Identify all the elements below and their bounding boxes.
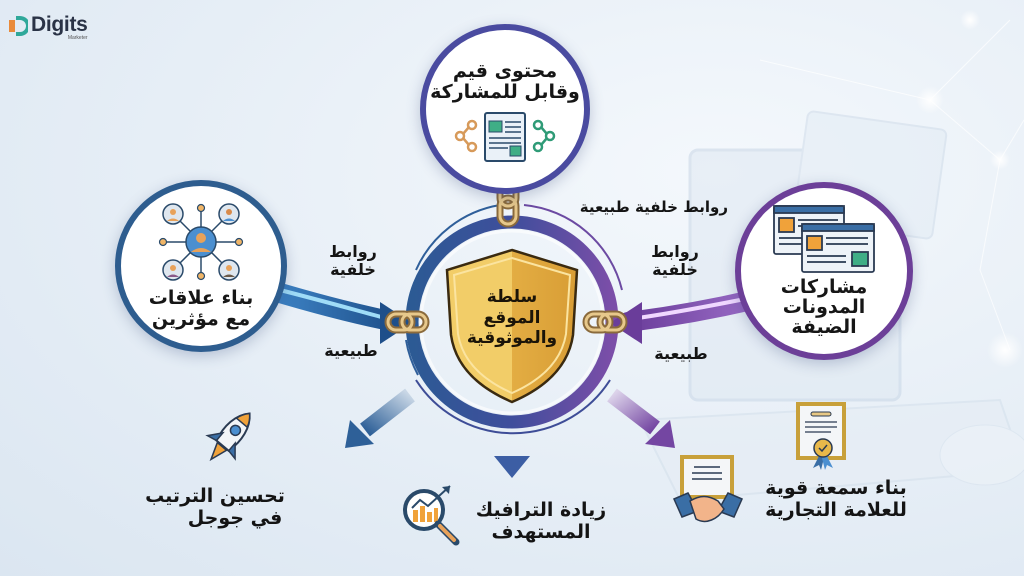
node-label-line: بناء علاقات xyxy=(148,286,254,309)
outcome-label-line: تحسين الترتيب xyxy=(145,485,285,507)
link-label-line: روابط xyxy=(329,242,377,261)
shield-icon xyxy=(445,248,579,404)
center-title-line: سلطة xyxy=(486,287,538,307)
outcome-label-line: في جوجل xyxy=(187,506,283,529)
brand-name: Digits xyxy=(31,13,88,36)
link-label-right-top: روابط خلفية xyxy=(640,242,710,280)
shareable-document-icon xyxy=(454,112,556,163)
center-title-line: والموثوقية xyxy=(466,328,558,349)
link-label-line: خلفية xyxy=(330,260,376,280)
node-label-line: المدونات xyxy=(782,296,866,319)
center-title: سلطة الموقع والموثوقية xyxy=(452,287,572,349)
link-label-line: روابط xyxy=(651,242,699,261)
link-label-top: روابط خلفية طبيعية xyxy=(579,198,728,216)
node-label-line: مشاركات xyxy=(780,276,868,299)
browser-windows-icon xyxy=(773,205,875,273)
outcome-label-line: زيادة الترافيك xyxy=(475,499,607,521)
center-title-line: الموقع xyxy=(483,307,541,328)
certificate-ribbon-icon xyxy=(796,402,846,470)
source-node-content: محتوى قيم وقابل للمشاركة xyxy=(420,24,590,194)
node-label-line: محتوى قيم xyxy=(452,59,558,82)
link-label-left-top: روابط خلفية xyxy=(318,242,388,280)
source-node-guest-posts: مشاركات المدونات الضيفة xyxy=(735,182,913,360)
outcome-ranking: تحسين الترتيب في جوجل xyxy=(140,485,290,530)
outcome-label-line: للعلامة التجارية xyxy=(765,498,907,521)
brand-tagline: Marketer xyxy=(67,35,88,41)
node-label-line: مع مؤثرين xyxy=(151,308,251,330)
influencer-network-icon xyxy=(158,202,244,281)
outcome-traffic: زيادة الترافيك المستهدف xyxy=(466,499,616,544)
rocket-icon xyxy=(205,412,251,462)
digits-logo-icon xyxy=(9,16,28,36)
outcome-brand: بناء سمعة قوية للعلامة التجارية xyxy=(746,477,926,522)
certificate-handshake-icon xyxy=(673,455,743,523)
node-label-line: وقابل للمشاركة xyxy=(430,81,580,103)
source-node-influencers: بناء علاقات مع مؤثرين xyxy=(115,180,287,352)
magnifier-chart-icon xyxy=(403,485,460,546)
node-label-line: الضيفة xyxy=(791,315,857,338)
outcome-label-line: المستهدف xyxy=(491,520,591,543)
outcome-label-line: بناء سمعة قوية xyxy=(765,477,907,499)
link-label-right-bottom: طبيعية xyxy=(654,344,708,363)
brand-logo[interactable]: Digits Marketer xyxy=(8,14,88,41)
link-label-left-bottom: طبيعية xyxy=(324,341,378,360)
link-label-line: خلفية xyxy=(652,260,698,280)
